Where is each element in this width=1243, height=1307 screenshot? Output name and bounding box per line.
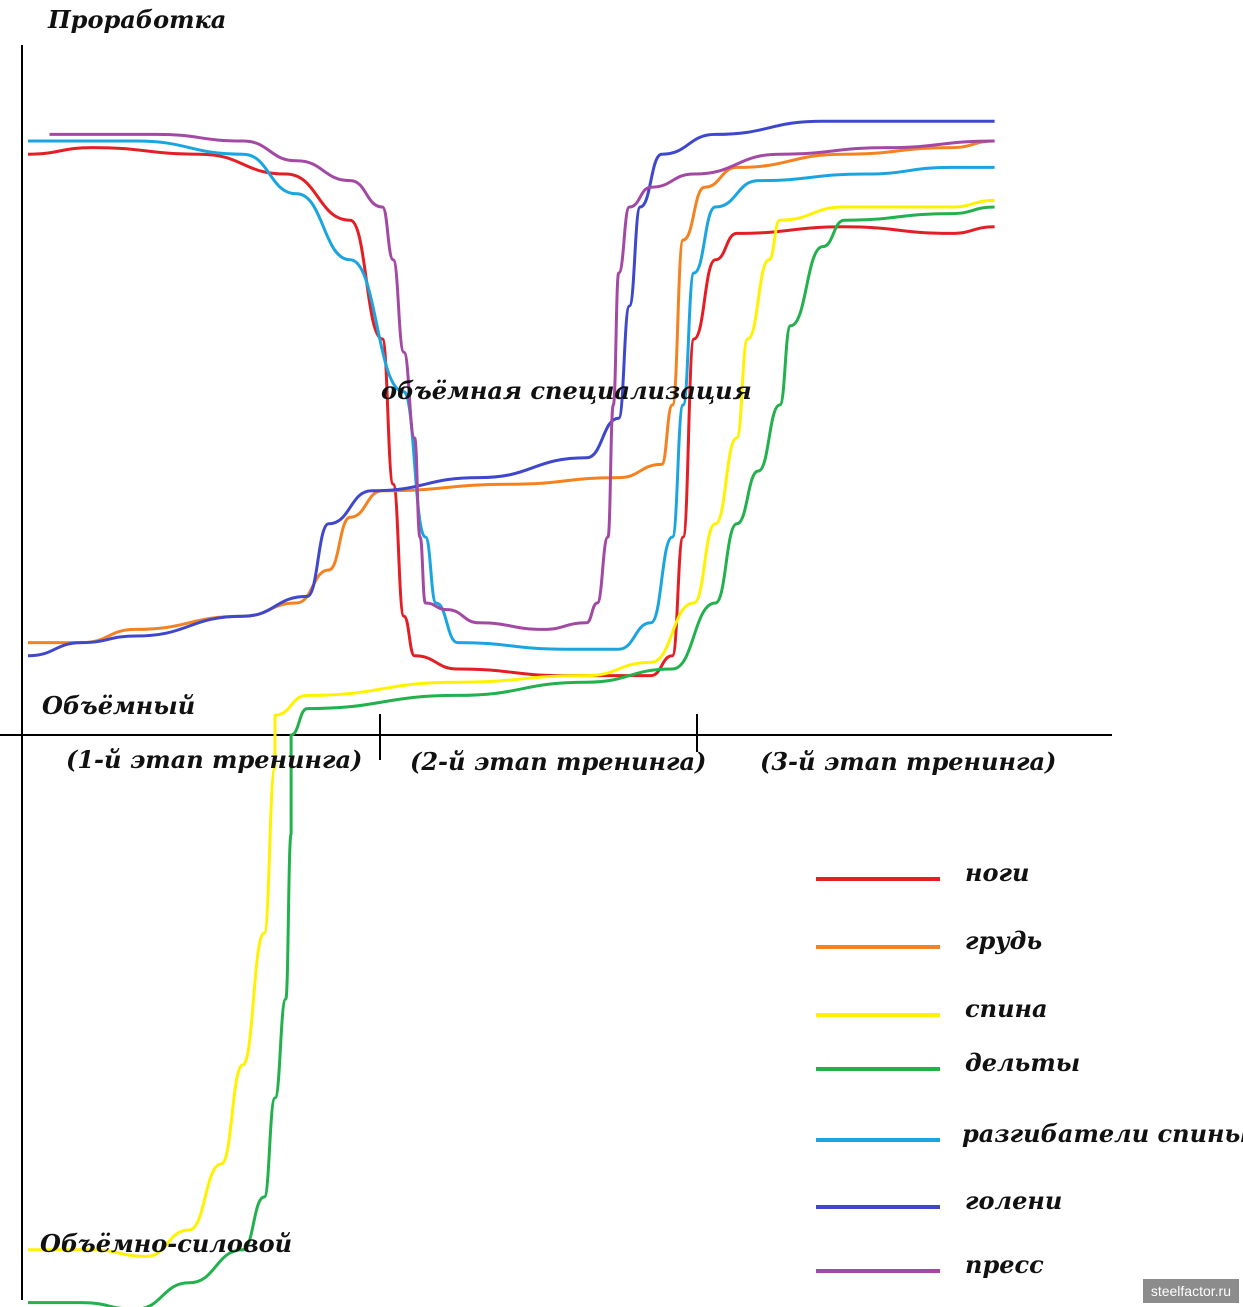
legend-label-5: голени — [965, 1186, 1062, 1215]
legend-label-0: ноги — [965, 858, 1029, 887]
y-label-middle: Объёмный — [42, 691, 195, 720]
stage-label-1: (1-й этап тренинга) — [66, 745, 362, 774]
series-line-4 — [27, 139, 995, 651]
watermark: steelfactor.ru — [1142, 1279, 1239, 1303]
y-label-top: Проработка — [47, 5, 226, 34]
y-label-bottom: Объёмно-силовой — [40, 1229, 292, 1258]
series-line-6 — [49, 132, 995, 631]
legend-label-6: пресс — [965, 1250, 1044, 1279]
series-line-0 — [27, 146, 995, 678]
series-line-2 — [28, 198, 995, 1258]
series-line-3 — [28, 205, 995, 1307]
annotation-volume-specialization: объёмная специализация — [381, 376, 752, 405]
stage-label-3: (3-й этап тренинга) — [760, 747, 1056, 776]
stage-label-2: (2-й этап тренинга) — [410, 747, 706, 776]
legend: ноги грудь спина дельты разгибатели спины гол… — [816, 858, 1243, 1279]
legend-label-4: разгибатели спины — [962, 1119, 1243, 1148]
legend-label-2: спина — [965, 994, 1048, 1023]
legend-label-3: дельты — [965, 1048, 1080, 1077]
series-line-5 — [27, 119, 995, 658]
series-lines — [27, 119, 995, 1307]
legend-label-1: грудь — [965, 926, 1042, 955]
